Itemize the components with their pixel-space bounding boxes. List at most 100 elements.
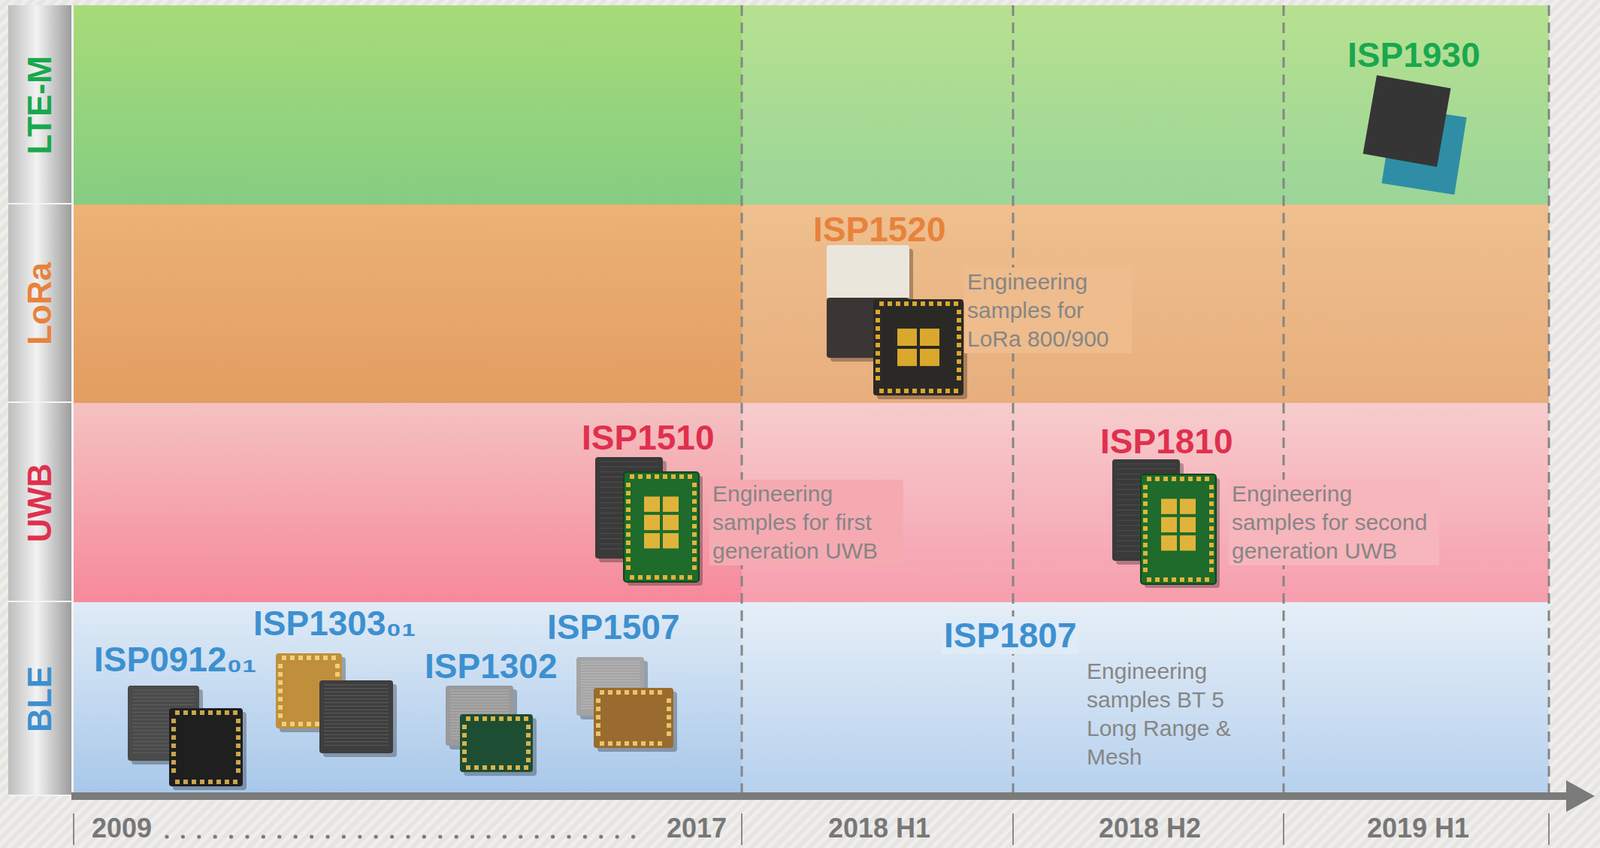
chip-pad [482, 716, 487, 721]
chip-pad [912, 301, 917, 306]
chip-ground-pad [662, 532, 679, 548]
chip-texture [599, 538, 659, 539]
chip-texture [450, 703, 509, 705]
chip-texture [132, 737, 195, 738]
chip-pad [626, 507, 631, 512]
chip-pad [641, 741, 646, 746]
chip-back [595, 456, 663, 559]
chip-pad [335, 696, 340, 702]
chip-ground-pad [1179, 517, 1196, 533]
axis-dot [293, 834, 298, 838]
chip-ground-pad [1161, 517, 1177, 533]
chip-pad [616, 741, 621, 746]
chip-pad [278, 680, 283, 685]
chip-pad [895, 388, 901, 394]
chip-pad [1155, 577, 1160, 582]
chip-pad [462, 749, 467, 754]
chip-ground-pad [1179, 499, 1196, 515]
chip-pad [335, 680, 340, 685]
period-dividers [741, 5, 1549, 793]
chip-texture [1116, 520, 1176, 521]
chip-pad [323, 655, 328, 660]
chip-pad [314, 721, 320, 726]
chip-pad [465, 765, 471, 770]
chip-pad [235, 718, 241, 723]
chip-ble [127, 685, 247, 790]
chip-pad [490, 716, 496, 721]
text-holder: ISP1930 [1347, 36, 1480, 74]
chip-texture [580, 704, 640, 706]
chip-texture [599, 496, 659, 498]
chip-pad [306, 655, 312, 660]
text-holder: Engineering samples for LoRa 800/900 [964, 267, 1132, 354]
chip-pad [1179, 476, 1185, 481]
chip-pad [956, 326, 962, 331]
chip-pad [657, 741, 663, 746]
chip-pad [595, 706, 601, 711]
chip-texture [599, 471, 659, 472]
chip-texture [132, 704, 195, 705]
chip-pad [183, 779, 188, 784]
chip-pad [1143, 484, 1148, 490]
product-name: ISP1930 [1347, 36, 1480, 74]
chip-pad [879, 388, 884, 394]
axis-dot [454, 834, 459, 838]
chip-back [1381, 105, 1467, 195]
chip-pad [671, 574, 676, 580]
chip-pad [956, 309, 962, 315]
chip-pad [649, 741, 654, 746]
chip-front [169, 707, 243, 787]
chip-front [459, 713, 533, 772]
chip-shadow [830, 248, 914, 362]
chip-pad [482, 765, 487, 770]
text-holder: ISP1302 [424, 647, 557, 685]
chip-texture [132, 719, 195, 720]
chip-texture [132, 733, 195, 735]
chip-pad [629, 574, 635, 580]
chip-texture [323, 744, 389, 746]
product-name: ISP1303₀₁ [253, 604, 416, 642]
chip-pad [462, 741, 467, 746]
chip-pad [953, 301, 959, 306]
chip-back [127, 685, 200, 761]
chip-pad [654, 474, 660, 479]
chip-pad [298, 721, 303, 726]
chip-pad [912, 388, 917, 394]
chip-pad [175, 779, 180, 784]
timeline-label: 2018 H1 [828, 812, 931, 844]
chip-pad [692, 532, 697, 537]
chip-texture [580, 671, 640, 673]
chip-front [1140, 474, 1216, 584]
chip-texture [450, 709, 509, 711]
chip-texture [323, 698, 389, 699]
chip-texture [599, 476, 659, 478]
chip-pad [904, 301, 909, 306]
chip-pad [1171, 476, 1177, 481]
chip-uwb [1112, 459, 1220, 588]
chip-pad [1143, 567, 1148, 572]
unknown-mark: ? [1397, 103, 1415, 138]
axis-dot [535, 834, 539, 838]
chip-pad [278, 696, 283, 702]
chip-pad [1209, 534, 1214, 539]
chip-shadow [597, 691, 678, 752]
chip-pad [331, 721, 336, 726]
chip-pad [1209, 493, 1214, 498]
chip-pad [626, 482, 631, 487]
chip-pad [523, 765, 529, 770]
axis-tick [741, 813, 743, 845]
chip-back [445, 685, 514, 746]
chip-texture [132, 715, 195, 717]
chip-pad [599, 741, 605, 746]
chip-pad [624, 689, 630, 695]
axis-dot [486, 834, 490, 838]
chip-lora [826, 244, 968, 400]
chip-pad [607, 741, 613, 746]
chip-pad [224, 779, 230, 784]
text-holder: ISP1507 [547, 607, 680, 646]
chip-texture [599, 517, 659, 519]
chip-pad [474, 765, 479, 770]
future-region-tint [741, 5, 1549, 205]
product-module: ISP0912₀₁ [93, 640, 258, 678]
chip-texture [450, 701, 509, 702]
